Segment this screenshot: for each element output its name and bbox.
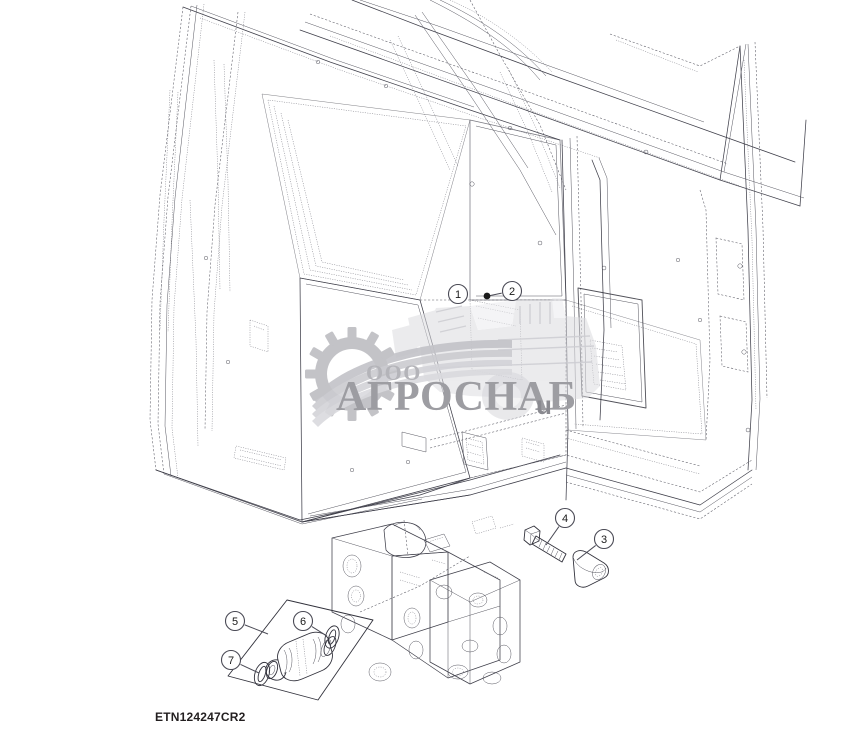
callout-circle	[593, 528, 615, 550]
callout-2[interactable]: 2	[501, 280, 523, 302]
callout-4[interactable]: 4	[554, 507, 576, 529]
callout-leader-lines	[240, 292, 597, 674]
callout-circle	[224, 610, 246, 632]
callout-circle	[220, 649, 242, 671]
leader-4	[545, 526, 560, 546]
callout-number: 4	[562, 513, 568, 525]
callout-circle	[447, 283, 469, 305]
callout-number: 6	[300, 616, 306, 628]
callout-number: 5	[232, 616, 238, 628]
callout-number: 2	[509, 286, 515, 298]
spacer-sleeve-drawing	[572, 550, 609, 588]
assembly-leader-line	[359, 555, 471, 613]
watermark-extra-glyph: u	[536, 390, 552, 420]
callout-circle	[292, 610, 314, 632]
watermark-name: АГРОСНАБ	[336, 374, 577, 420]
leader-7	[240, 663, 260, 674]
callout-7[interactable]: 7	[220, 649, 242, 671]
callout-3[interactable]: 3	[593, 528, 615, 550]
watermark-prefix: ООО	[366, 360, 422, 385]
cap-screw-drawing	[523, 525, 567, 563]
harvester-wheel	[482, 372, 534, 420]
callout-6[interactable]: 6	[292, 610, 314, 632]
cartridge-kit-box	[227, 599, 374, 701]
callout-circle	[501, 280, 523, 302]
callout-2-target-dot	[483, 292, 491, 300]
leader-3	[576, 545, 597, 561]
swoosh-icon	[312, 339, 512, 427]
callout-1[interactable]: 1	[447, 283, 469, 305]
cab-outer-frame	[149, 0, 807, 525]
leader-6	[311, 626, 328, 637]
callout-number: 7	[228, 655, 234, 667]
valve-block-drawing	[331, 515, 521, 685]
callout-number: 1	[455, 289, 461, 301]
leader-5	[244, 624, 269, 635]
callout-number: 3	[601, 534, 607, 546]
part-number-label: ETN124247CR2	[155, 710, 246, 724]
callout-bubbles: 1 2 3 4 5 6 7	[220, 280, 615, 671]
callout-5[interactable]: 5	[224, 610, 246, 632]
callout-circle	[554, 507, 576, 529]
